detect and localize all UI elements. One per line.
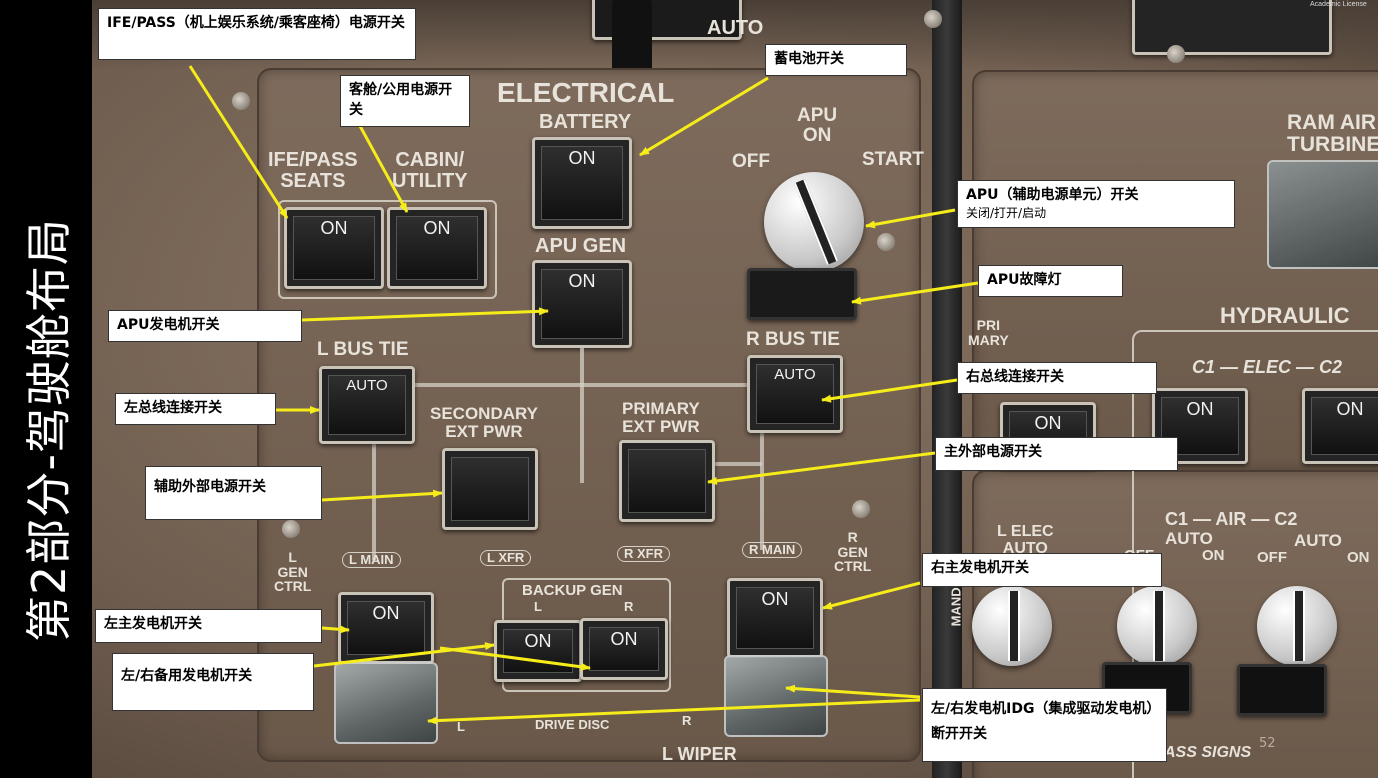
- primary-ext-pwr-switch[interactable]: [619, 440, 715, 522]
- c1-air-c2-label: C1 — AIR — C2: [1165, 509, 1298, 529]
- drive-disc-l: L: [457, 719, 465, 734]
- apu-on-label: APU ON: [797, 105, 838, 146]
- apu-gen-switch[interactable]: ON: [532, 260, 632, 348]
- callout-r-bus-tie: 右总线连接开关: [957, 362, 1157, 394]
- backup-gen-l-label: L: [534, 599, 542, 614]
- hyd-c1-elec-switch[interactable]: ON: [1152, 388, 1248, 464]
- callout-cabin-utility: 客舱/公用电源开关: [340, 75, 470, 127]
- callout-apu-switch-title: APU（辅助电源单元）开关: [966, 187, 1139, 203]
- hydraulic-label: HYDRAULIC: [1220, 303, 1350, 328]
- backup-gen-r-label: R: [624, 599, 634, 614]
- backup-gen-label: BACKUP GEN: [522, 582, 623, 599]
- battery-label: BATTERY: [539, 111, 632, 133]
- callout-apu-gen: APU发电机开关: [108, 310, 302, 342]
- callout-idg: 左/右发电机IDG（集成驱动发电机）断开开关: [922, 688, 1167, 762]
- apu-off-label: OFF: [732, 151, 770, 172]
- top-right-switches: [1132, 0, 1332, 55]
- demand-label: MAND: [948, 587, 964, 627]
- hyd-off-2: OFF: [1257, 549, 1287, 566]
- hyd-on-1: ON: [1202, 547, 1225, 564]
- primary-ext-pwr-label: PRIMARY EXT PWR: [622, 399, 700, 436]
- callout-battery: 蓄电池开关: [765, 44, 907, 76]
- callout-r-gen: 右主发电机开关: [922, 553, 1162, 587]
- ram-air-turbine-label: RAM AIR TURBINE: [1287, 111, 1378, 157]
- top-lever: [612, 0, 652, 78]
- l-drive-disc-guard[interactable]: [334, 662, 438, 744]
- callout-primary-ext: 主外部电源开关: [935, 437, 1178, 471]
- primary-vertical-label: PRI MARY: [968, 317, 1009, 348]
- ife-pass-label: IFE/PASS SEATS: [268, 149, 358, 192]
- hyd-on-2: ON: [1347, 549, 1370, 566]
- l-main-bus-label: L MAIN: [342, 552, 401, 568]
- secondary-ext-pwr-switch[interactable]: [442, 448, 538, 530]
- c1-elec-c2-label: C1 — ELEC — C2: [1192, 357, 1343, 377]
- apu-start-label: START: [862, 149, 924, 170]
- hyd-demand-knob-c2[interactable]: [1257, 586, 1337, 666]
- l-xfr-bus-label: L XFR: [480, 550, 532, 566]
- r-drive-disc-guard[interactable]: [724, 655, 828, 737]
- backup-gen-l-switch[interactable]: ON: [494, 620, 582, 682]
- apu-gen-label: APU GEN: [535, 235, 627, 257]
- secondary-ext-pwr-label: SECONDARY EXT PWR: [430, 404, 538, 441]
- cabin-utility-switch[interactable]: ON: [387, 207, 487, 289]
- apu-selector-knob[interactable]: [764, 172, 864, 272]
- l-gen-ctrl-switch[interactable]: ON: [338, 592, 434, 664]
- callout-l-gen: 左主发电机开关: [95, 609, 322, 643]
- license-watermark: Academic License: [1310, 1, 1367, 8]
- hyd-demand-knob-c1[interactable]: [1117, 586, 1197, 666]
- hyd-auto-1: AUTO: [1165, 529, 1213, 548]
- hyd-c2-elec-switch[interactable]: ON: [1302, 388, 1378, 464]
- callout-apu-switch-sub: 关闭/打开/启动: [966, 206, 1047, 221]
- callout-ife-pass: IFE/PASS（机上娱乐系统/乘客座椅）电源开关: [98, 8, 416, 60]
- r-bus-tie-switch[interactable]: AUTO: [747, 355, 843, 433]
- page-number: 52: [1259, 736, 1276, 751]
- l-elec-auto-label: L ELEC AUTO: [997, 523, 1054, 557]
- callout-l-bus-tie: 左总线连接开关: [115, 393, 276, 425]
- slide-title: 第2部分-驾驶舱布局: [22, 218, 76, 642]
- pass-signs-label: ASS SIGNS: [1164, 744, 1252, 761]
- hyd-auto-2: AUTO: [1294, 531, 1342, 550]
- ife-pass-switch[interactable]: ON: [284, 207, 384, 289]
- drive-disc-label: DRIVE DISC: [535, 717, 610, 732]
- drive-disc-r: R: [682, 713, 692, 728]
- callout-apu-switch: APU（辅助电源单元）开关 关闭/打开/启动: [957, 180, 1235, 228]
- r-gen-ctrl-switch[interactable]: ON: [727, 578, 823, 658]
- l-bus-tie-label: L BUS TIE: [317, 339, 409, 360]
- callout-backup-gen: 左/右备用发电机开关: [112, 653, 314, 711]
- l-gen-ctrl-label: L GEN CTRL: [274, 549, 312, 595]
- apu-fault-light: [747, 268, 857, 320]
- r-bus-tie-label: R BUS TIE: [746, 329, 840, 350]
- electrical-title: ELECTRICAL: [497, 77, 675, 108]
- callout-secondary-ext: 辅助外部电源开关: [145, 466, 322, 520]
- backup-gen-r-switch[interactable]: ON: [580, 618, 668, 680]
- r-xfr-bus-label: R XFR: [617, 546, 670, 562]
- slide-sidebar: 第2部分-驾驶舱布局: [0, 0, 92, 778]
- ram-air-turbine-guard[interactable]: [1267, 160, 1378, 269]
- l-bus-tie-switch[interactable]: AUTO: [319, 366, 415, 444]
- battery-switch[interactable]: ON: [532, 137, 632, 229]
- cabin-utility-label: CABIN/ UTILITY: [392, 149, 468, 192]
- r-gen-ctrl-label: R GEN CTRL: [834, 529, 872, 575]
- auto-top-label: AUTO: [707, 17, 764, 39]
- callout-apu-fault: APU故障灯: [978, 265, 1123, 297]
- r-main-bus-label: R MAIN: [742, 542, 803, 558]
- l-wiper-label: L WIPER: [662, 744, 737, 764]
- hyd-demand-knob-l[interactable]: [972, 586, 1052, 666]
